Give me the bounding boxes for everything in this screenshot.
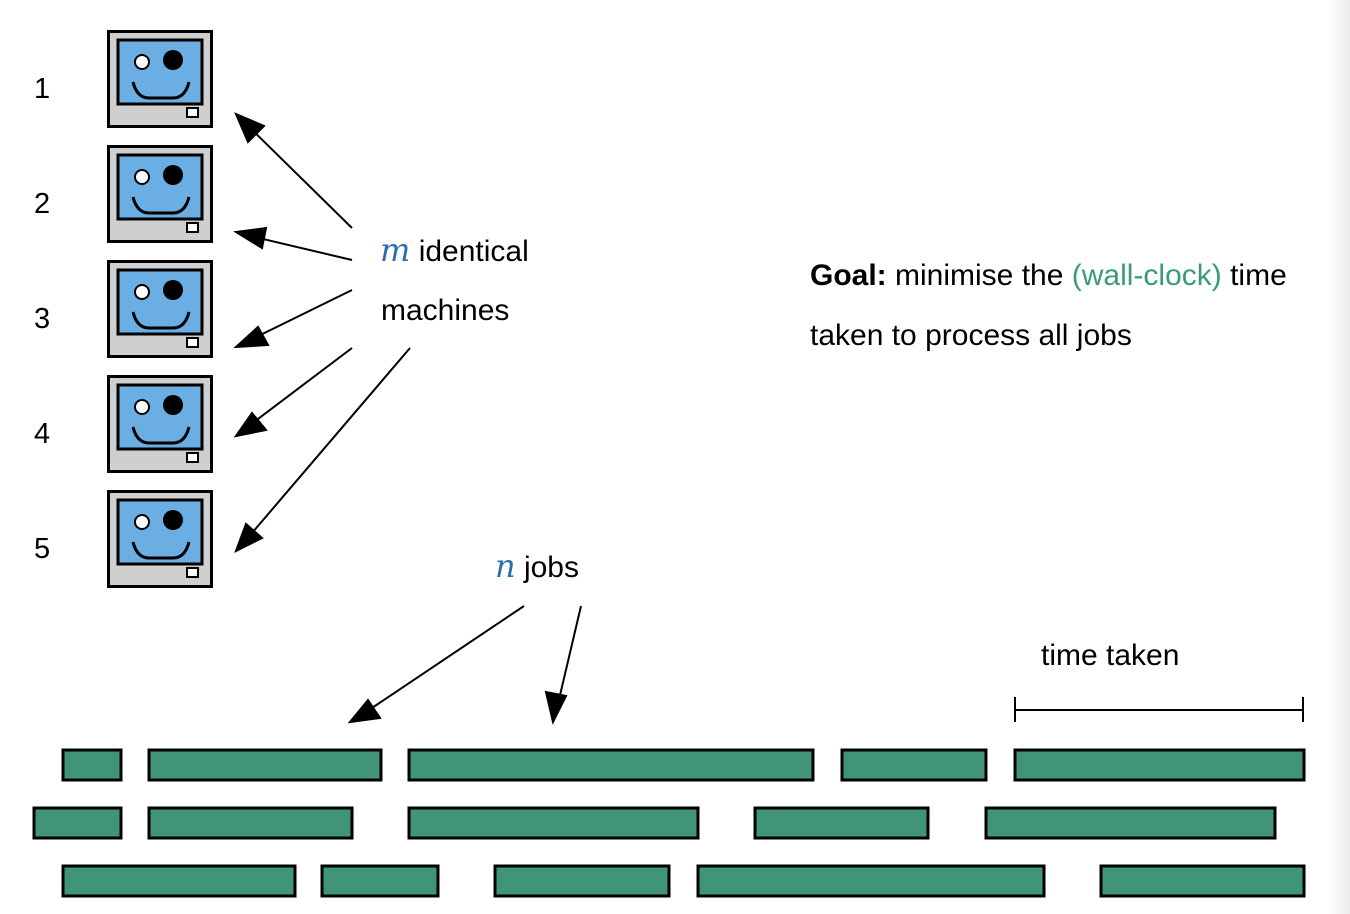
machines-label-identical: identical [418, 235, 529, 268]
computer-icon [107, 145, 213, 243]
arrow-to-machine-1 [239, 117, 353, 229]
computer-icon [107, 375, 213, 473]
machine-number-5: 5 [34, 533, 51, 565]
arrowhead [347, 698, 382, 724]
arrowhead [233, 325, 270, 349]
machine-number-1: 1 [34, 73, 51, 105]
arrow-to-job-2 [556, 605, 582, 709]
time-taken-label: time taken [1041, 639, 1180, 672]
computer-icon [107, 490, 213, 588]
job-bar [61, 748, 123, 782]
arrowhead [233, 411, 268, 438]
computer-icon [107, 260, 213, 358]
job-bar [840, 748, 988, 782]
jobs-label-text: jobs [523, 551, 579, 584]
arrow-to-job-1 [359, 605, 525, 717]
machine-number-2: 2 [34, 188, 51, 220]
machines-label-line1: m identical [380, 234, 529, 267]
time-taken-bracket [1014, 697, 1304, 722]
arrow-to-machine-4 [245, 347, 353, 429]
job-bar [1013, 748, 1306, 782]
job-bar [407, 806, 700, 840]
right-edge-shade [1328, 0, 1350, 914]
goal-text-after: time [1230, 259, 1287, 292]
job-bar [147, 748, 383, 782]
arrowhead [234, 522, 264, 554]
goal-line-2: taken to process all jobs [810, 319, 1132, 352]
machines-count-variable: m [380, 231, 411, 269]
job-bar [32, 806, 123, 840]
goal-line-1: Goal: minimise the (wall-clock) time [810, 261, 1287, 291]
arrowhead [544, 690, 568, 725]
machine-number-4: 4 [34, 418, 51, 450]
job-bar [320, 864, 440, 898]
machine-number-3: 3 [34, 303, 51, 335]
job-bar [61, 864, 297, 898]
machines-label-line2: machines [381, 294, 510, 327]
job-bar [753, 806, 930, 840]
job-bar [984, 806, 1277, 840]
arrow-to-machine-3 [245, 289, 353, 343]
job-bar [696, 864, 1046, 898]
job-bar [407, 748, 815, 782]
arrow-to-machine-5 [245, 347, 411, 541]
goal-highlight: (wall-clock) [1071, 259, 1222, 292]
jobs-count-variable: n [495, 547, 516, 585]
jobs-label: n jobs [495, 550, 579, 583]
arrowhead [234, 112, 266, 144]
job-bar [147, 806, 354, 840]
job-bar [493, 864, 671, 898]
computer-icon [107, 30, 213, 128]
job-bar [1099, 864, 1306, 898]
arrowhead [233, 226, 268, 250]
goal-text-before: minimise the [895, 259, 1064, 292]
goal-heading: Goal: [810, 259, 887, 292]
